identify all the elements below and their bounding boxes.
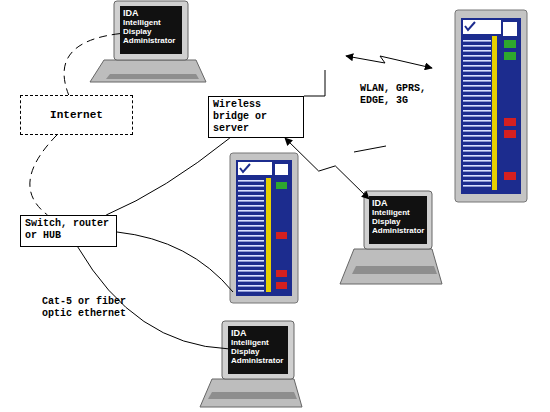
node-text: Intelligent Display Administrator xyxy=(372,208,424,235)
status-light xyxy=(276,182,287,189)
network-cloud-box: Internet xyxy=(20,95,133,135)
status-light xyxy=(504,40,516,48)
node-text: Wireless bridge or server xyxy=(213,99,299,135)
display-status-strip xyxy=(266,178,271,292)
status-light xyxy=(504,118,516,126)
display-frame xyxy=(230,153,298,303)
laptop-lid xyxy=(222,321,294,379)
laptop-base xyxy=(340,249,442,284)
display-header xyxy=(238,162,272,175)
status-light xyxy=(504,130,516,138)
wireless-connector xyxy=(285,138,369,199)
wireless-link xyxy=(346,56,432,68)
node-text: Intelligent Display Administrator xyxy=(231,338,285,365)
screen-title: IDA xyxy=(372,198,424,208)
laptop-base xyxy=(90,60,206,82)
wireless-link xyxy=(354,146,386,152)
text-group: Internet xyxy=(50,109,103,122)
annotation-label: WLAN, GPRS, EDGE, 3G xyxy=(360,83,452,107)
laptop-illustration xyxy=(90,1,206,82)
network-connector xyxy=(106,138,230,215)
display-rows xyxy=(463,37,491,189)
device-box: Wireless bridge or server xyxy=(208,96,304,138)
node-text: Intelligent Display Administrator xyxy=(123,18,179,45)
check-mark xyxy=(465,22,475,30)
status-light xyxy=(276,270,287,277)
status-light xyxy=(276,232,287,239)
display-header xyxy=(275,164,288,175)
laptop-lid xyxy=(114,1,188,60)
display-screen xyxy=(236,160,292,296)
internet-connector xyxy=(30,135,57,215)
laptop-screen: IDAIntelligent Display Administrator xyxy=(228,326,288,374)
display-header xyxy=(463,20,501,34)
display-board xyxy=(455,10,527,202)
display-screen xyxy=(461,18,521,194)
laptop-keyboard xyxy=(208,392,297,399)
antenna-wire xyxy=(304,70,325,96)
status-light xyxy=(276,282,287,289)
laptop-illustration xyxy=(340,191,442,284)
laptop-screen: IDAIntelligent Display Administrator xyxy=(369,196,427,244)
laptop-base xyxy=(200,379,302,407)
display-rows xyxy=(238,178,264,292)
status-light xyxy=(504,52,516,60)
laptop-illustration xyxy=(200,321,302,407)
screen-title: IDA xyxy=(123,8,179,18)
device-box: Switch, router or HUB xyxy=(20,215,117,247)
status-light xyxy=(504,172,516,180)
internet-connector xyxy=(64,34,120,95)
laptop-lid xyxy=(364,191,432,249)
display-board xyxy=(230,153,298,303)
ethernet-wire xyxy=(117,232,233,292)
node-text: Internet xyxy=(50,109,103,122)
display-status-strip xyxy=(492,36,497,190)
screen-title: IDA xyxy=(231,328,285,338)
annotation-label: Cat-5 or fiber optic ethernet xyxy=(42,296,146,320)
node-text: Switch, router or HUB xyxy=(25,218,112,242)
laptop-keyboard xyxy=(106,74,199,79)
display-header xyxy=(503,22,517,36)
laptop-keyboard xyxy=(352,266,437,274)
check-mark xyxy=(240,164,250,172)
display-frame xyxy=(455,10,527,202)
laptop-screen: IDAIntelligent Display Administrator xyxy=(120,6,182,54)
